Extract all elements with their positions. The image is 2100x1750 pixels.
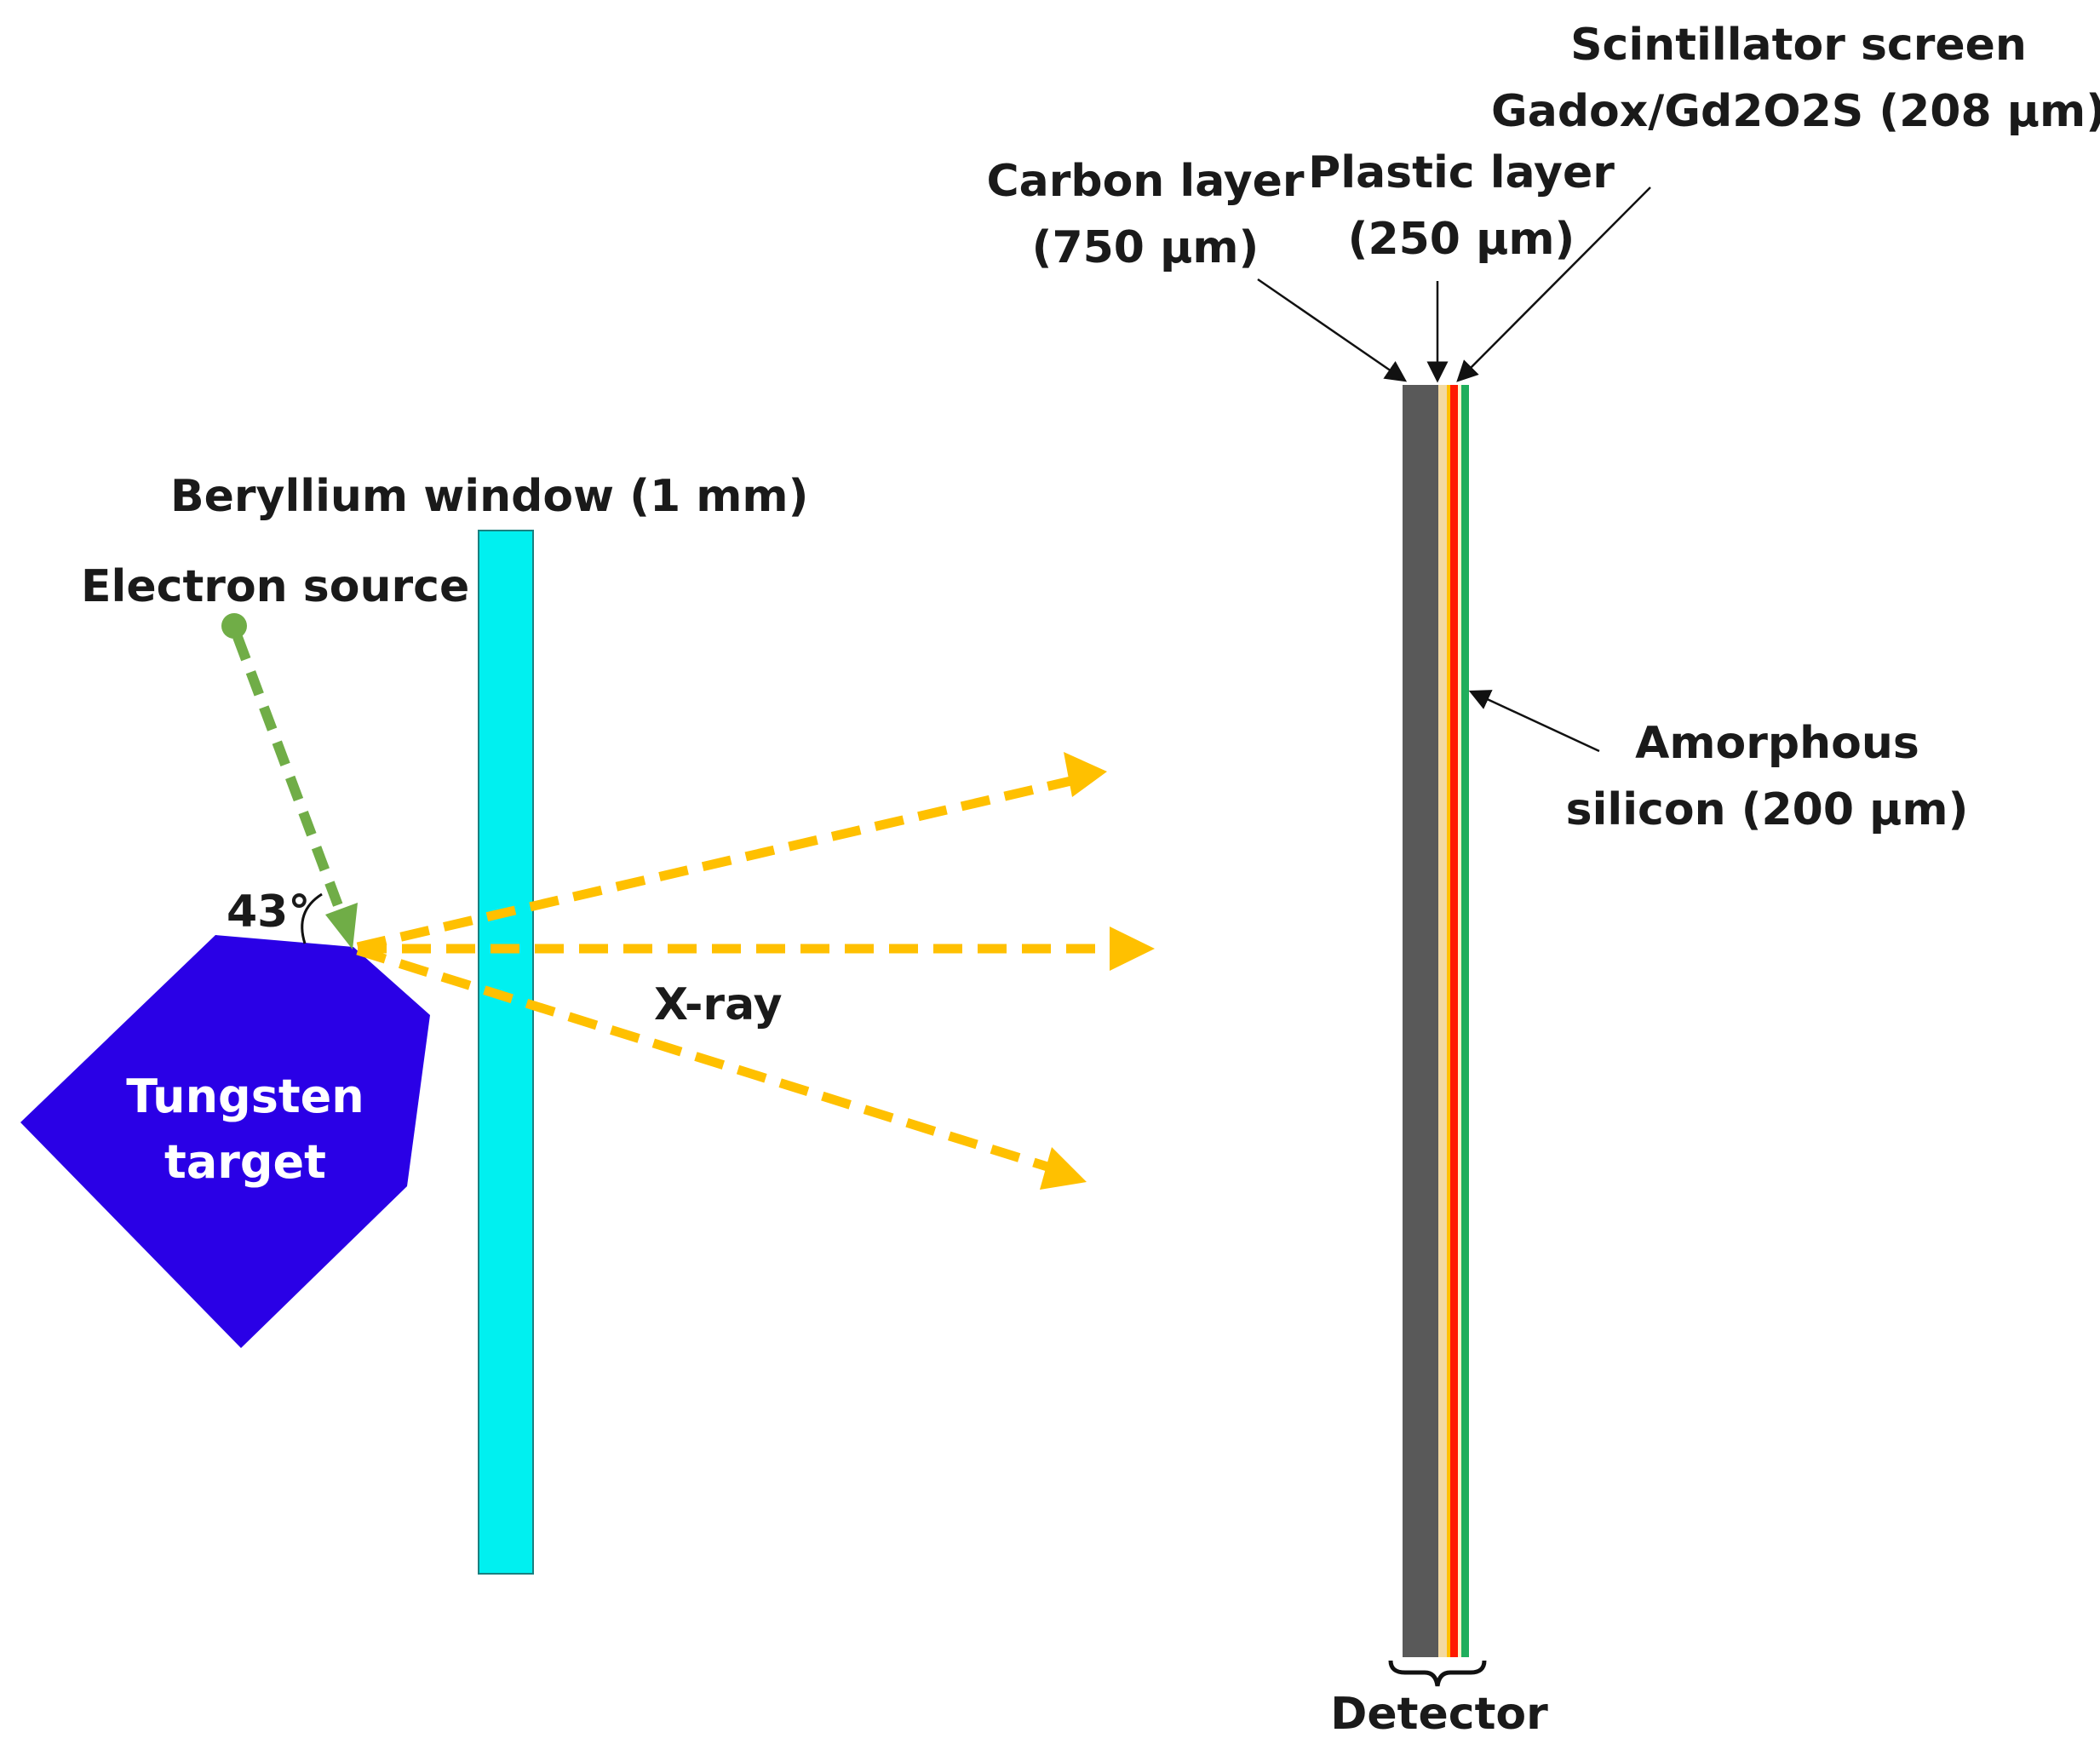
xray-beam-upper xyxy=(356,775,1076,952)
spacer-band xyxy=(1458,385,1461,1657)
carbon-layer xyxy=(1403,385,1438,1657)
scintillator-leader-arrow xyxy=(1456,186,1651,382)
scintillator-label-line2: Gadox/Gd2O2S (208 µm) xyxy=(1491,86,2100,137)
plastic-layer xyxy=(1438,385,1447,1657)
electron-source-dot xyxy=(221,613,247,639)
plastic-label-line1: Plastic layer xyxy=(1308,147,1615,198)
xray-arrowhead-upper xyxy=(1064,752,1107,797)
detector-brace xyxy=(1388,1660,1487,1687)
beryllium-window xyxy=(478,530,534,1575)
scintillator-screen xyxy=(1450,385,1458,1657)
detector-label: Detector xyxy=(1330,1689,1548,1740)
amorphous-label-line2: silicon (200 µm) xyxy=(1566,784,1969,835)
carbon-leader-arrow xyxy=(1257,278,1408,382)
electron-beam xyxy=(232,634,344,910)
scintillator-label-line1: Scintillator screen xyxy=(1570,20,2027,71)
xray-beam-lower xyxy=(356,945,1049,1172)
tungsten-label-line2: target xyxy=(164,1135,326,1189)
xray-label: X-ray xyxy=(654,979,782,1030)
amorphous-silicon-layer xyxy=(1461,385,1469,1657)
carbon-label-line2: (750 µm) xyxy=(1032,222,1259,273)
tungsten-label-line1: Tungsten xyxy=(126,1070,364,1123)
angle-label: 43° xyxy=(227,886,310,938)
angle-arc xyxy=(301,892,323,944)
xray-arrowhead-middle xyxy=(1110,927,1155,971)
plastic-label-line2: (250 µm) xyxy=(1348,214,1575,265)
detector-stack xyxy=(1403,385,1469,1657)
xray-arrowhead-lower xyxy=(1040,1147,1087,1190)
carbon-label-line1: Carbon layer xyxy=(986,156,1304,207)
amorphous-label-line1: Amorphous xyxy=(1635,718,1919,769)
beryllium-window-label: Beryllium window (1 mm) xyxy=(170,471,808,522)
electron-beam-arrowhead xyxy=(325,903,358,950)
scintillator-yellow-band xyxy=(1447,385,1450,1657)
electron-source-label: Electron source xyxy=(81,561,469,612)
tungsten-target xyxy=(20,935,430,1348)
silicon-leader-arrow xyxy=(1468,690,1600,753)
